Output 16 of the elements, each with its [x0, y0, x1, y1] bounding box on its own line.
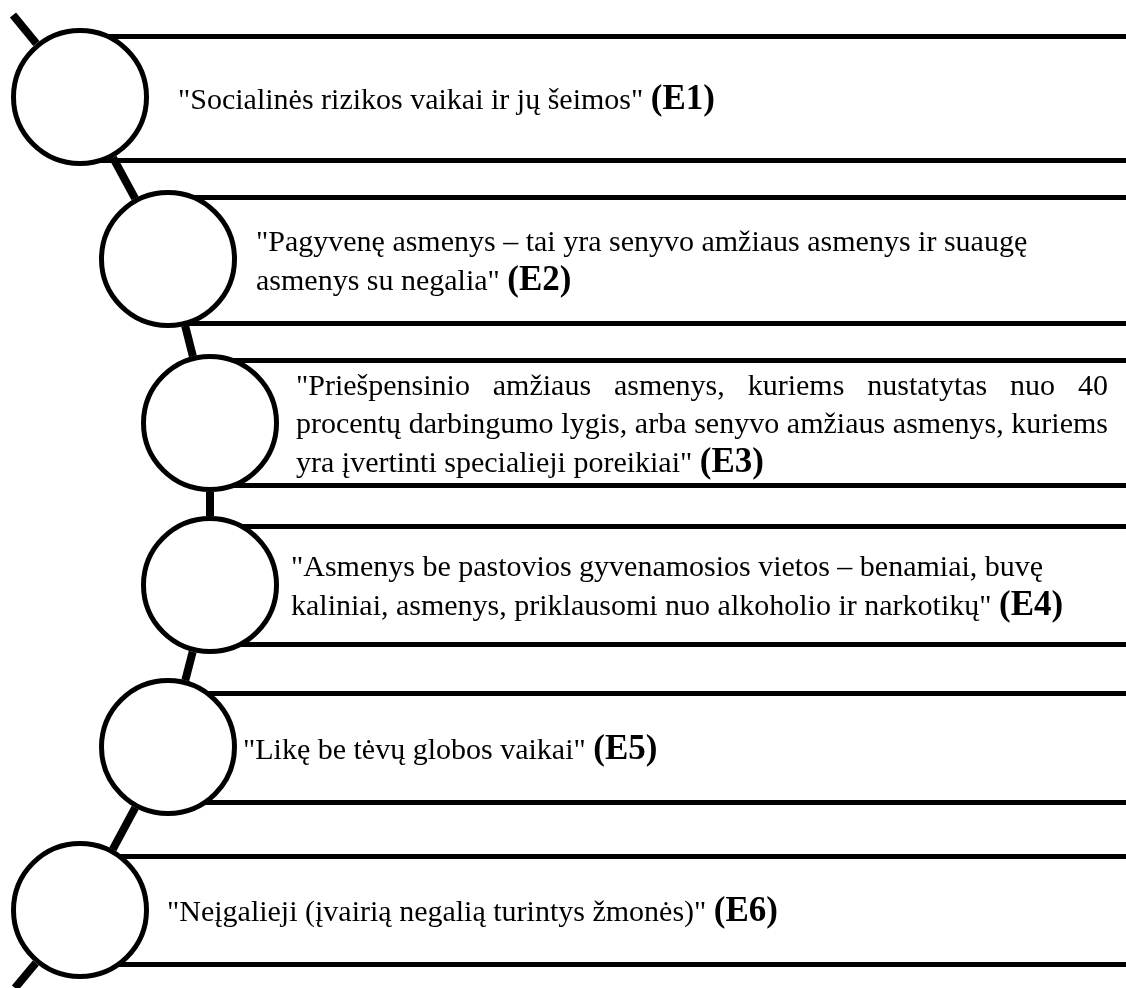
category-text: "Neįgalieji (įvairią negalią turintys žmonės)" (E6) [167, 891, 779, 930]
text-band [237, 691, 1126, 805]
category-text: "Priešpensinio amžiaus asmenys, kuriems nustatytas nuo 40 procentų darbingumo lygis, arba senyvo amžiaus asmenys, kuriems yra įvertinti specialieji poreikiai" (E3) [296, 366, 1108, 481]
text-band [237, 195, 1126, 326]
connector-line [11, 960, 39, 988]
category-text: "Likę be tėvų globos vaikai" (E5) [243, 728, 659, 768]
category-text: "Socialinės rizikos vaikai ir jų šeimos" (E1) [178, 79, 716, 118]
connector-line [109, 805, 139, 852]
category-text: "Asmenys be pastovios gyvenamosios vietos – benamiai, buvę kaliniai, asmenys, priklausomi nuo alkoholio ir narkotikų" (E4) [291, 548, 1065, 624]
connector-line [9, 12, 40, 47]
text-band [149, 34, 1126, 163]
category-text: "Pagyvenę asmenys – tai yra senyvo amžiaus asmenys ir suaugę asmenys su negalia" (E2) [256, 223, 1029, 299]
text-band [279, 358, 1126, 488]
connector-line [206, 492, 214, 516]
text-band [149, 854, 1126, 967]
text-band [279, 524, 1126, 647]
